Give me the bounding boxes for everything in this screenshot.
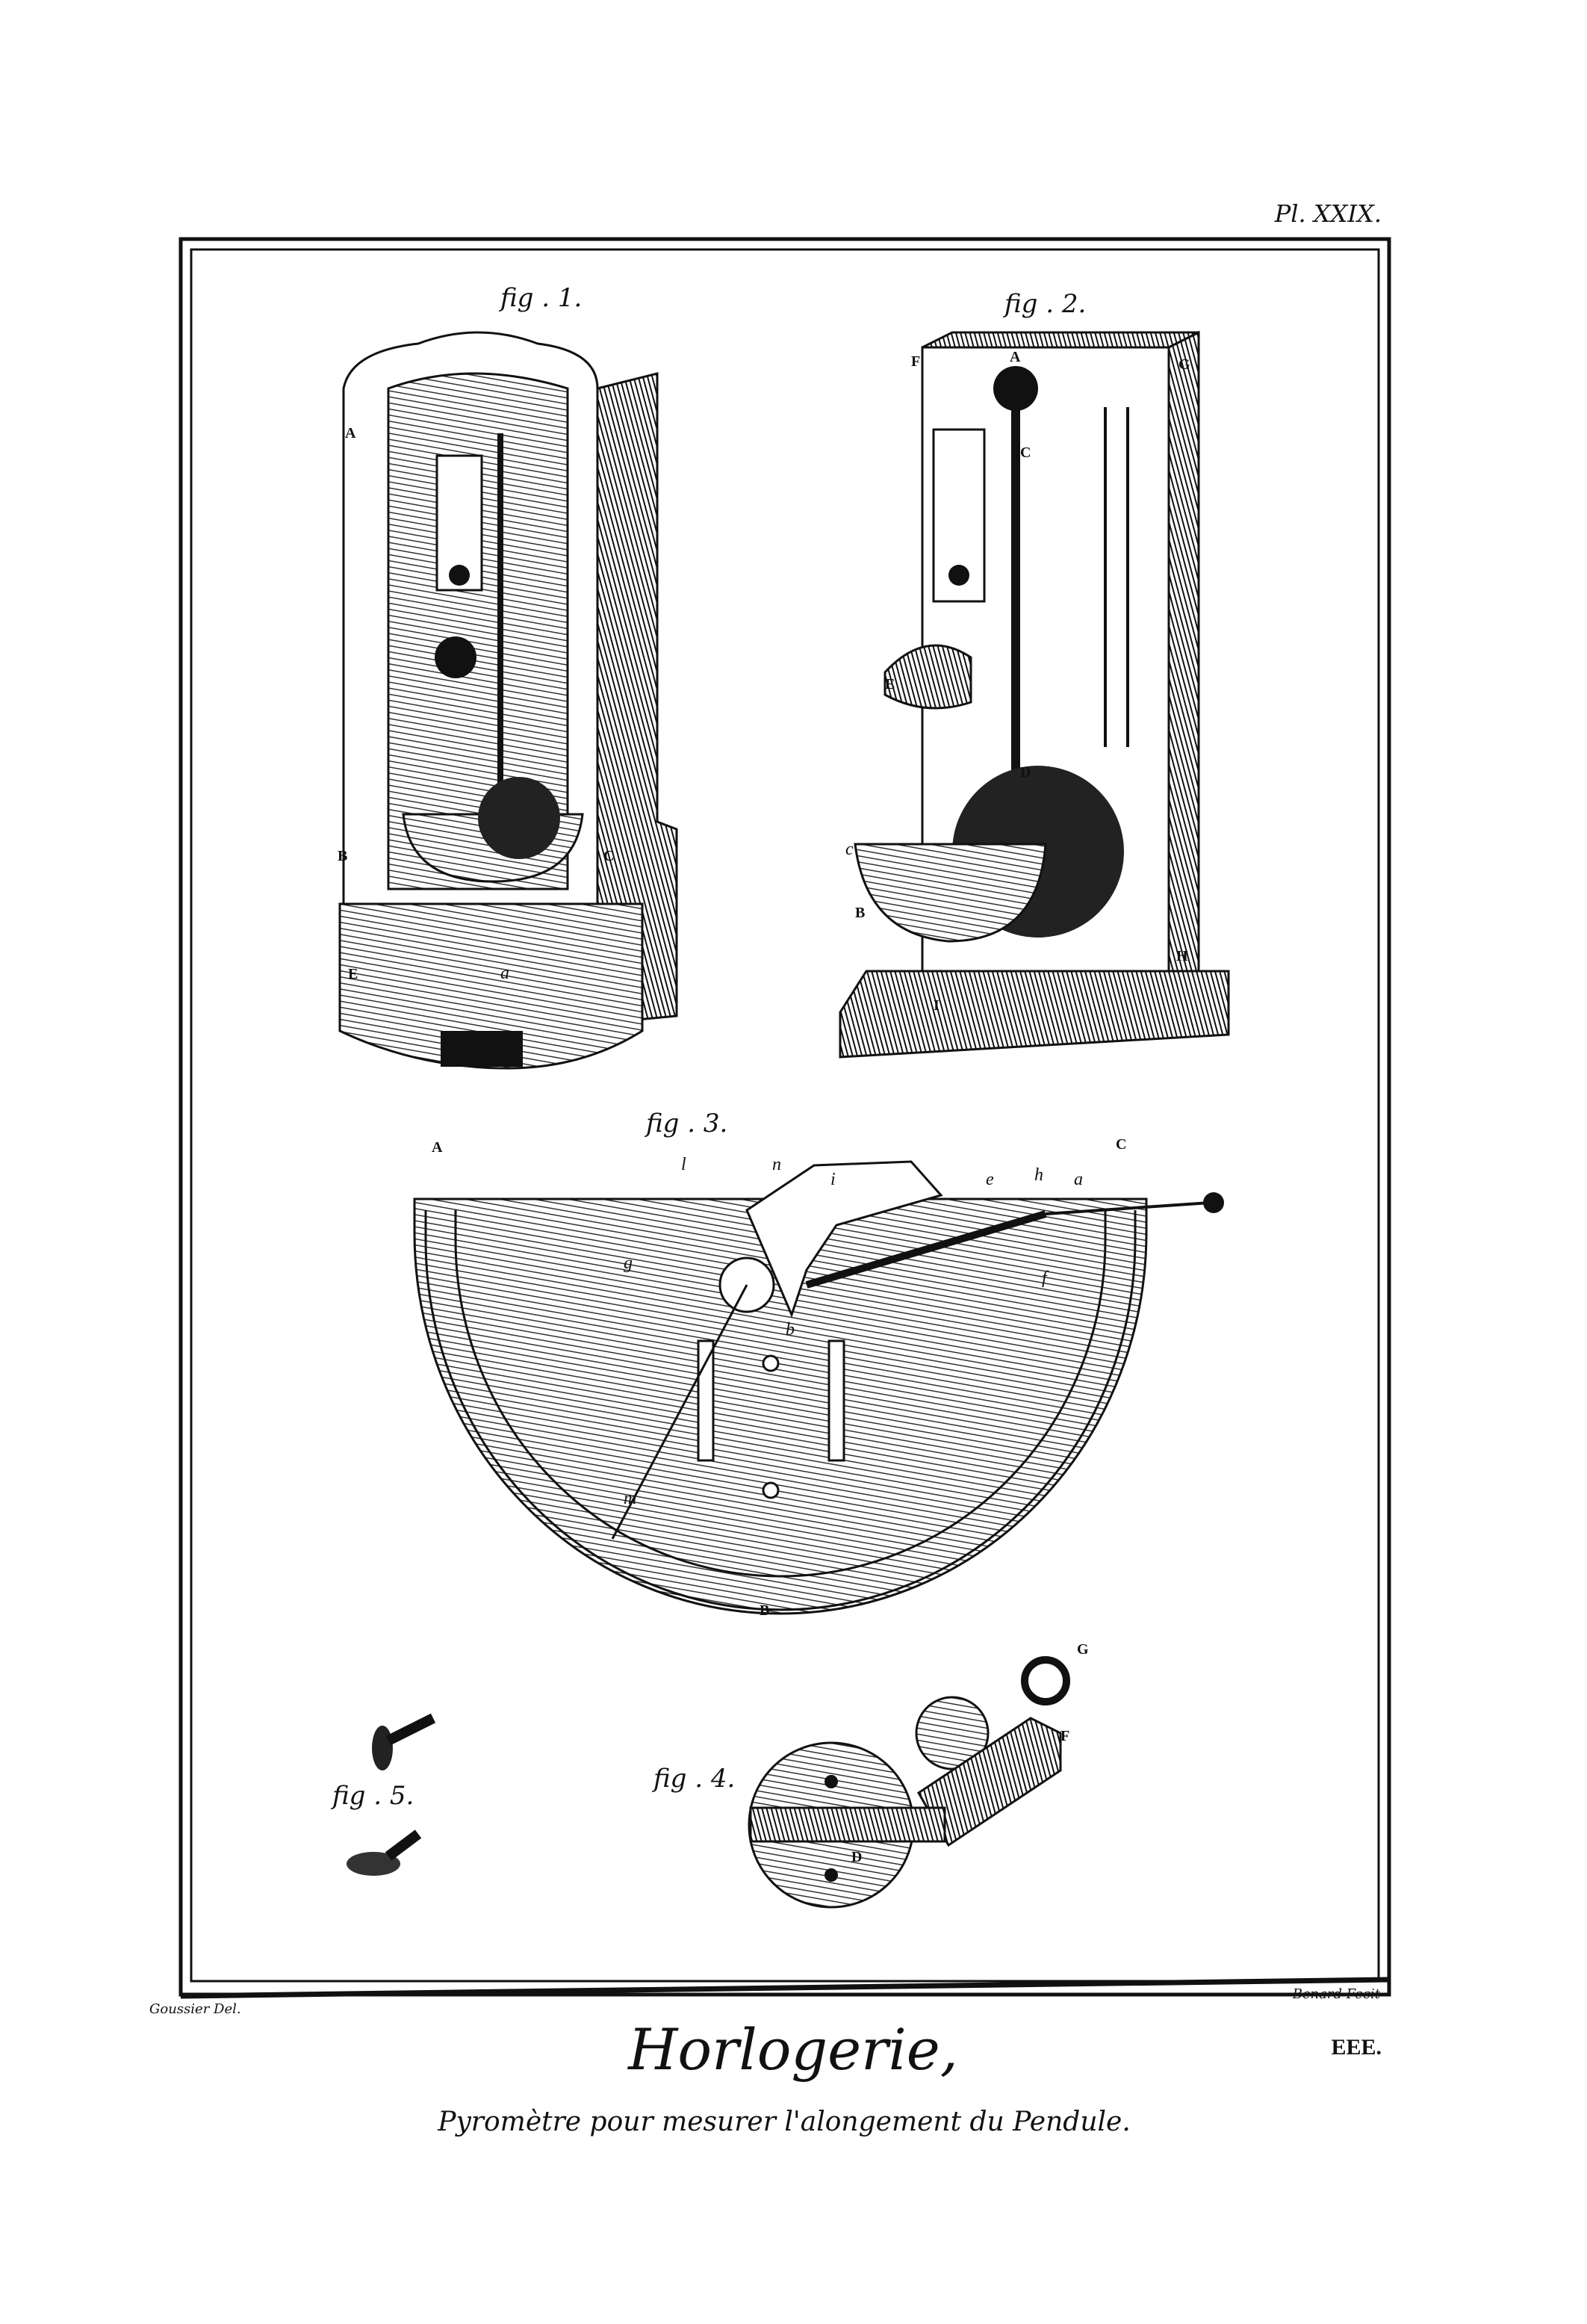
figure-letter-label: f — [1042, 1268, 1049, 1288]
fig3-label: fig . 3. — [644, 1109, 727, 1138]
figure-letter-label: G — [1077, 1641, 1089, 1658]
figure-letter-label: e — [986, 1170, 994, 1189]
plate-title: Horlogerie, — [627, 2016, 958, 2083]
figure-letter-label: A — [1010, 349, 1021, 365]
figure-2-letters: F A G C E D c B H I — [845, 349, 1190, 1014]
figure-letter-label: F — [911, 353, 920, 370]
figure-letter-label: h — [1034, 1165, 1043, 1185]
figure-letter-label: a — [1074, 1170, 1083, 1189]
figure-letter-label: m — [624, 1489, 636, 1508]
figure-letter-label: B — [760, 1602, 769, 1619]
figure-letter-label: l — [681, 1155, 686, 1174]
figure-letter-label: C — [1116, 1136, 1126, 1153]
figure-letter-label: C — [603, 848, 614, 864]
figure-letter-label: c — [845, 840, 854, 859]
figure-letter-label: C — [1020, 444, 1031, 461]
figure-letter-label: A — [345, 425, 356, 441]
figure-2-pyrometer-box: fig . 2. — [839, 289, 1230, 1059]
figure-letter-label: B — [338, 848, 347, 864]
fig1-label: fig . 1. — [498, 283, 582, 313]
figure-1-letters: A B C E a c — [338, 425, 614, 1065]
figure-letter-label: D — [851, 1849, 862, 1865]
figure-letter-label: G — [1178, 356, 1190, 373]
figure-letter-label: E — [885, 676, 895, 692]
figure-letter-label: A — [432, 1139, 443, 1156]
plate-signature: EEE. — [1331, 2035, 1382, 2060]
figure-letter-label: D — [1020, 764, 1031, 781]
plate-frame — [178, 237, 1391, 1999]
figure-letter-label: g — [624, 1254, 633, 1273]
figure-letter-label: I — [934, 997, 940, 1014]
figure-letter-label: i — [830, 1170, 836, 1189]
figure-4-key-piece: fig . 4. — [651, 1656, 1070, 1909]
figure-letter-label: a — [500, 964, 509, 983]
fig2-label: fig . 2. — [1002, 289, 1086, 319]
figure-3-letters: A C B l n i e h a g b f m — [432, 1136, 1126, 1619]
figure-letter-label: H — [1176, 948, 1188, 964]
figure-letter-label: b — [786, 1320, 795, 1339]
figure-4-letters: G F D — [851, 1641, 1089, 1865]
figure-letter-label: c — [459, 1046, 468, 1065]
fig4-label: fig . 4. — [651, 1764, 735, 1794]
figure-letter-label: n — [772, 1155, 781, 1174]
engraver-credit: Benard Fecit — [1292, 1986, 1381, 2002]
plate-subtitle: Pyromètre pour mesurer l'alongement du P… — [437, 2107, 1131, 2137]
fig5-label: fig . 5. — [330, 1781, 414, 1811]
figure-5-screws: fig . 5. — [330, 1713, 436, 1876]
figure-3-pyrometer-plate: fig . 3. — [413, 1109, 1224, 1615]
figure-1-clock-case: fig . 1. — [338, 283, 678, 1070]
draughtsman-credit: Goussier Del. — [149, 2001, 241, 2017]
plate-number: Pl. XXIX. — [1274, 199, 1382, 228]
figure-letter-label: B — [855, 905, 865, 921]
figure-letter-label: E — [348, 966, 358, 982]
figure-letter-label: F — [1060, 1728, 1069, 1744]
